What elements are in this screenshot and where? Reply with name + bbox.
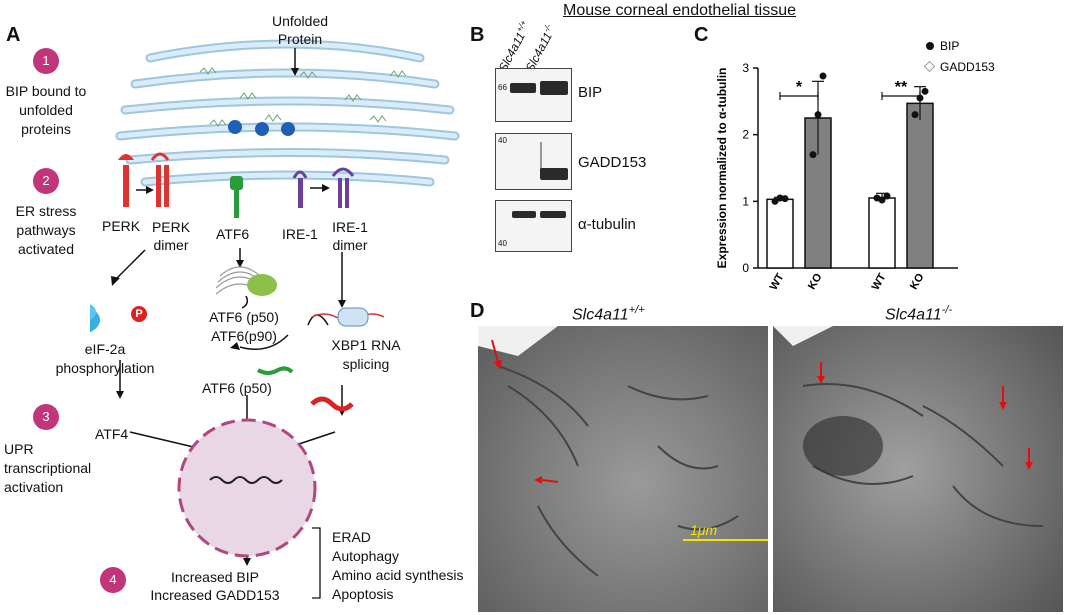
xbp1-label: XBP1 RNA splicing bbox=[331, 337, 401, 372]
x-tick-label: WT bbox=[870, 271, 889, 292]
step-2-label: ER stress pathways activated bbox=[15, 203, 77, 257]
data-point bbox=[781, 195, 789, 203]
marker-tubulin: 40 bbox=[498, 239, 507, 248]
x-tick-label: KO bbox=[908, 271, 927, 292]
data-point bbox=[771, 197, 779, 205]
bar-ko bbox=[906, 102, 934, 269]
unfolded-protein-label: Unfolded Protein bbox=[271, 13, 329, 47]
em-label-ko: Slc4a11-/- bbox=[885, 304, 953, 324]
data-point bbox=[911, 111, 919, 119]
blot-tubulin-label: α-tubulin bbox=[578, 216, 636, 233]
ire1-dimer-icon bbox=[331, 167, 355, 208]
data-point bbox=[819, 72, 827, 80]
panel-c-letter: C bbox=[694, 24, 709, 46]
step-3-badge: 3 bbox=[33, 404, 59, 430]
blot-gadd153-label: GADD153 bbox=[578, 154, 647, 171]
y-tick-label: 3 bbox=[742, 61, 749, 75]
bar-wt bbox=[868, 197, 896, 269]
perk-icon bbox=[118, 154, 134, 207]
step-4-badge: 4 bbox=[100, 567, 126, 593]
marker-gadd153: 40 bbox=[498, 136, 507, 145]
x-tick-label: WT bbox=[768, 271, 787, 292]
outcome-bracket bbox=[312, 527, 321, 599]
band-tubulin-wt bbox=[512, 211, 536, 218]
ire1-icon bbox=[292, 170, 308, 208]
atf4-label: ATF4 bbox=[95, 426, 129, 442]
x-tick-label: KO bbox=[806, 271, 825, 292]
scale-bar-label: 1μm bbox=[690, 522, 718, 538]
blot-gadd153: 40 bbox=[495, 133, 572, 190]
marker-bip: 66 bbox=[498, 83, 507, 92]
data-point bbox=[809, 151, 817, 159]
em-texture-wt bbox=[478, 326, 768, 577]
step-3-label: UPR transcriptional activation bbox=[4, 441, 92, 495]
xbp1-splicing-icon bbox=[311, 307, 385, 327]
phospho-p-label: P bbox=[131, 306, 147, 322]
atf6-forms-label: ATF6 (p50) ATF6(p90) bbox=[209, 309, 279, 344]
data-point bbox=[883, 192, 891, 200]
y-tick-label: 2 bbox=[742, 128, 749, 142]
upr-pathway-diagram bbox=[90, 39, 460, 599]
perk-dimer-icon bbox=[150, 152, 170, 207]
data-point bbox=[921, 87, 929, 95]
unfolded-protein-icon bbox=[199, 67, 407, 127]
ire1-label: IRE-1 bbox=[282, 226, 318, 242]
effect-apoptosis: Apoptosis bbox=[332, 586, 394, 602]
y-tick-label: 0 bbox=[742, 261, 749, 275]
xbp1s-icon bbox=[310, 396, 354, 412]
significance-star: ** bbox=[895, 79, 908, 96]
panel-a-letter: A bbox=[6, 24, 21, 46]
blot-tubulin: 40 bbox=[495, 200, 572, 252]
dna-icon bbox=[209, 476, 283, 484]
perk-dimer-label: PERK dimer bbox=[151, 219, 191, 253]
panel-b-letter: B bbox=[470, 24, 485, 46]
band-gadd153-ko bbox=[540, 168, 568, 180]
eif2a-label: eIF-2a phosphorylation bbox=[55, 341, 155, 376]
data-point bbox=[814, 111, 822, 119]
blot-bip-label: BIP bbox=[578, 84, 603, 101]
figure-title: Mouse corneal endothelial tissue bbox=[563, 2, 797, 19]
legend-gadd153-label: GADD153 bbox=[940, 60, 995, 74]
eif2a-icon bbox=[90, 304, 100, 333]
legend-gadd153-marker bbox=[923, 60, 936, 73]
effect-erad: ERAD bbox=[332, 529, 371, 545]
step-1-badge: 1 bbox=[33, 48, 59, 74]
bip-protein-icon bbox=[228, 120, 295, 136]
em-image-wt: 1μm bbox=[478, 326, 768, 612]
em-label-wt: Slc4a11+/+ bbox=[572, 304, 645, 324]
outcome-gadd153: Increased GADD153 bbox=[150, 587, 280, 603]
outcome-bip: Increased BIP bbox=[171, 569, 259, 585]
blot-bip: 66 bbox=[495, 68, 572, 122]
y-axis-label: Expression normalized to α-tubulin bbox=[715, 68, 729, 269]
band-bip-wt bbox=[510, 83, 536, 93]
effect-amino-acid: Amino acid synthesis bbox=[332, 567, 464, 583]
atf6-label: ATF6 bbox=[216, 226, 250, 242]
nucleus-icon bbox=[177, 418, 317, 558]
effect-autophagy: Autophagy bbox=[332, 548, 399, 564]
step-1-label: BIP bound to unfolded proteins bbox=[5, 83, 87, 137]
band-bip-ko bbox=[540, 81, 568, 95]
effects-list: ERAD Autophagy Amino acid synthesis Apop… bbox=[332, 528, 464, 604]
em-image-ko bbox=[773, 326, 1063, 612]
perk-label: PERK bbox=[102, 218, 141, 234]
panel-d-letter: D bbox=[470, 300, 485, 322]
atf6-p50-fragment-icon bbox=[256, 366, 294, 375]
er-membrane-icon bbox=[115, 39, 460, 187]
atf6-p50-label: ATF6 (p50) bbox=[202, 380, 272, 396]
data-point bbox=[878, 196, 886, 204]
y-tick-label: 1 bbox=[742, 194, 749, 208]
step-2-badge: 2 bbox=[33, 168, 59, 194]
significance-star: * bbox=[796, 79, 803, 96]
legend-bip-label: BIP bbox=[940, 39, 959, 53]
bar-wt bbox=[766, 198, 794, 269]
band-tubulin-ko bbox=[540, 211, 566, 218]
legend-bip-marker bbox=[926, 42, 934, 50]
em-texture-ko bbox=[773, 326, 1044, 527]
atf6-icon bbox=[230, 176, 243, 218]
ire1-dimer-label: IRE-1 dimer bbox=[332, 219, 368, 253]
